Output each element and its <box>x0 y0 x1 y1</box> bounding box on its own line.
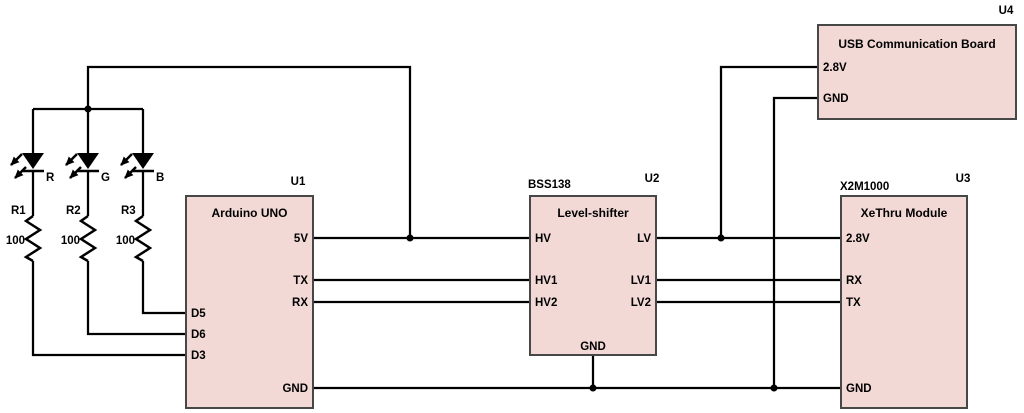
led-symbol-green <box>77 153 99 169</box>
led-branch-red <box>10 109 185 357</box>
arduino-pin-gnd: GND <box>282 383 308 395</box>
component-level-shifter: Level-shifter HV HV1 HV2 LV LV1 LV2 GND <box>529 195 657 356</box>
resistor-symbol-r1 <box>23 214 43 263</box>
led-light-arrow <box>120 153 133 166</box>
component-arduino-uno: Arduino UNO 5V TX RX D5 D6 D3 GND <box>185 195 314 409</box>
junction-dot <box>406 234 414 242</box>
resistor-ref-r3: R3 <box>121 205 136 217</box>
xethru-pin-gnd: GND <box>846 383 872 395</box>
resistor-ref-r2: R2 <box>66 205 81 217</box>
led-light-arrow <box>69 166 82 179</box>
junction-dot <box>770 384 778 392</box>
resistor-value-r1: 100 <box>5 235 25 247</box>
level-shifter-pin-hv1: HV1 <box>535 275 558 287</box>
usb-board-pin-2v8: 2.8V <box>823 62 847 74</box>
led-symbol-blue <box>132 153 154 169</box>
resistor-ref-r1: R1 <box>11 205 26 217</box>
led-light-arrow <box>65 153 78 166</box>
led-branch-green <box>65 109 185 336</box>
level-shifter-pin-hv2: HV2 <box>535 297 558 309</box>
level-shifter-pin-lv: LV <box>637 233 651 245</box>
led-label-green: G <box>101 172 110 184</box>
resistor-value-r3: 100 <box>115 235 135 247</box>
resistor-symbol-r2 <box>78 214 98 263</box>
level-shifter-pin-lv2: LV2 <box>630 297 651 309</box>
arduino-pin-d6: D6 <box>191 329 206 341</box>
junction-dot <box>717 234 725 242</box>
led-light-arrow <box>124 166 137 179</box>
level-shifter-pin-hv: HV <box>535 233 551 245</box>
led-label-red: R <box>46 172 55 184</box>
ref-designator-u3: U3 <box>955 173 971 185</box>
ref-designator-u2: U2 <box>644 173 660 185</box>
component-usb-board: USB Communication Board 2.8V GND <box>817 24 1017 120</box>
junction-dot <box>589 384 597 392</box>
component-xethru-module: XeThru Module 2.8V RX TX GND <box>840 195 968 409</box>
ref-designator-u1: U1 <box>290 176 306 188</box>
resistor-symbol-r3 <box>133 214 153 263</box>
xethru-pin-tx: TX <box>846 297 861 309</box>
led-label-blue: B <box>156 172 165 184</box>
part-number-bss138: BSS138 <box>528 179 571 191</box>
usb-board-title: USB Communication Board <box>838 37 996 51</box>
level-shifter-pin-gnd: GND <box>580 341 606 353</box>
net-2v8 <box>657 65 840 242</box>
level-shifter-title: Level-shifter <box>557 206 629 220</box>
xethru-pin-rx: RX <box>846 275 862 287</box>
arduino-pin-5v: 5V <box>293 233 308 245</box>
arduino-title: Arduino UNO <box>211 206 288 220</box>
net-gnd <box>314 96 840 392</box>
usb-board-pin-gnd: GND <box>823 93 849 105</box>
led-light-arrow <box>10 153 23 166</box>
arduino-pin-d5: D5 <box>191 308 206 320</box>
led-light-arrow <box>14 166 27 179</box>
arduino-pin-tx: TX <box>293 275 308 287</box>
arduino-pin-rx: RX <box>292 297 308 309</box>
led-symbol-red <box>22 153 44 169</box>
xethru-title: XeThru Module <box>860 206 948 220</box>
level-shifter-pin-lv1: LV1 <box>630 275 651 287</box>
arduino-pin-d3: D3 <box>191 350 206 362</box>
led-branch-blue <box>120 109 185 315</box>
part-number-x2m1000: X2M1000 <box>840 181 890 193</box>
resistor-value-r2: 100 <box>60 235 80 247</box>
ref-designator-u4: U4 <box>998 5 1014 17</box>
xethru-pin-2v8: 2.8V <box>846 233 870 245</box>
